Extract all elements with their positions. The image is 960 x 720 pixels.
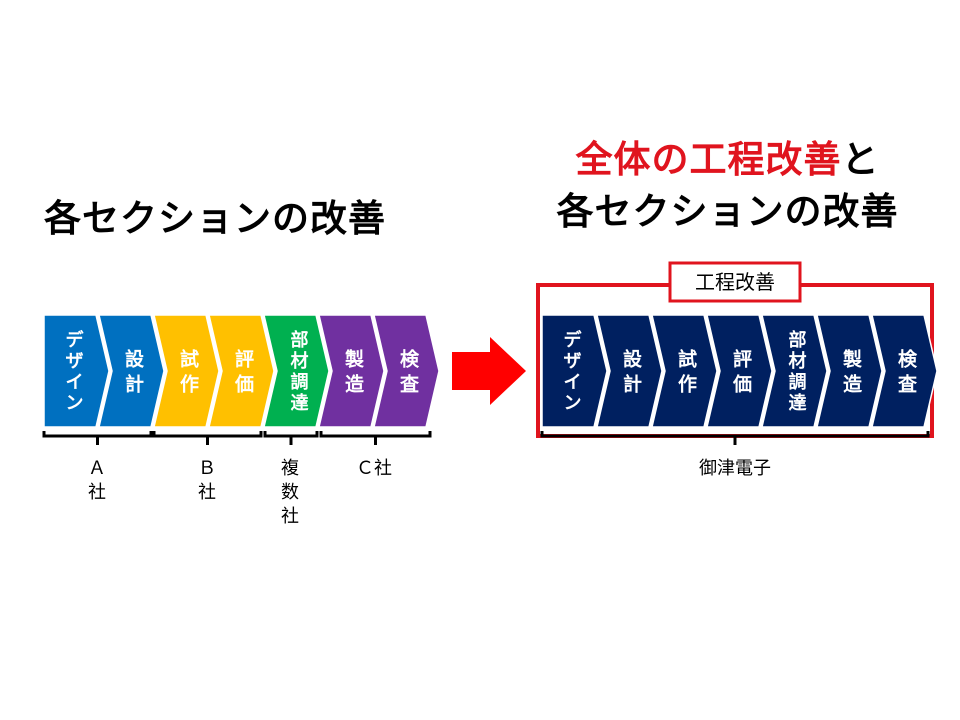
right-title-connector: と — [841, 138, 880, 181]
left-bracket-2 — [152, 431, 263, 438]
right-chevron-label-7: 検査 — [897, 347, 918, 395]
left-chevron-4 — [208, 314, 275, 428]
left-bracket-3 — [263, 431, 319, 438]
right-chevron-label-3: 試作 — [678, 347, 697, 395]
right-chevron-4 — [706, 314, 773, 428]
right-chevron-6 — [816, 314, 883, 428]
right-chevron-label-6: 製造 — [842, 348, 863, 395]
left-chevron-label-1: デザイン — [66, 329, 85, 414]
right-bracket — [540, 431, 930, 438]
left-company-label-4: Ｃ社 — [356, 458, 392, 479]
left-chevron-label-6: 製造 — [344, 348, 365, 395]
right-title-highlight: 全体の工程改善 — [575, 138, 842, 181]
improvement-label-box — [668, 261, 802, 303]
right-bracket-group — [540, 431, 930, 445]
left-chevron-label-4: 評価 — [234, 347, 254, 395]
left-company-label-3: 複数社 — [281, 458, 299, 527]
right-title: 全体の工程改善と 各セクションの改善 — [520, 134, 935, 238]
left-chevron-1 — [43, 314, 110, 428]
left-title: 各セクションの改善 — [44, 197, 386, 240]
left-bracket-4 — [319, 431, 432, 438]
left-chevron-label-3: 試作 — [180, 347, 199, 395]
left-chevron-label-2: 設計 — [125, 347, 145, 395]
left-chevron-5 — [263, 314, 330, 428]
right-arrow-icon — [452, 337, 526, 405]
right-chevron-1 — [541, 314, 608, 428]
left-chevron-label-5: 部材調達 — [291, 329, 309, 414]
left-bracket-1 — [42, 431, 153, 438]
right-chevron-label-4: 評価 — [732, 347, 752, 395]
right-chevron-2 — [596, 314, 663, 428]
left-chevron-7 — [373, 314, 440, 428]
right-chevron-3 — [651, 314, 718, 428]
left-company-label-2: Ｂ社 — [198, 458, 216, 503]
right-chevron-7 — [871, 314, 938, 428]
right-chevron-5 — [761, 314, 828, 428]
left-bracket-group — [42, 431, 432, 445]
left-chevron-2 — [98, 314, 165, 428]
left-company-label-1: Ａ社 — [88, 458, 106, 503]
right-title-line2: 各セクションの改善 — [556, 190, 899, 233]
left-chevron-6 — [318, 314, 385, 428]
right-chevron-label-5: 部材調達 — [789, 329, 807, 414]
improvement-label: 工程改善 — [695, 270, 775, 294]
right-chevron-label-1: デザイン — [564, 329, 583, 414]
right-chevron-label-2: 設計 — [623, 347, 643, 395]
right-company-label: 御津電子 — [699, 458, 771, 479]
left-company-labels: Ａ社 Ｂ社 複数社 Ｃ社 — [88, 458, 392, 527]
left-chevron-label-7: 検査 — [399, 347, 420, 395]
left-chevron-3 — [153, 314, 220, 428]
